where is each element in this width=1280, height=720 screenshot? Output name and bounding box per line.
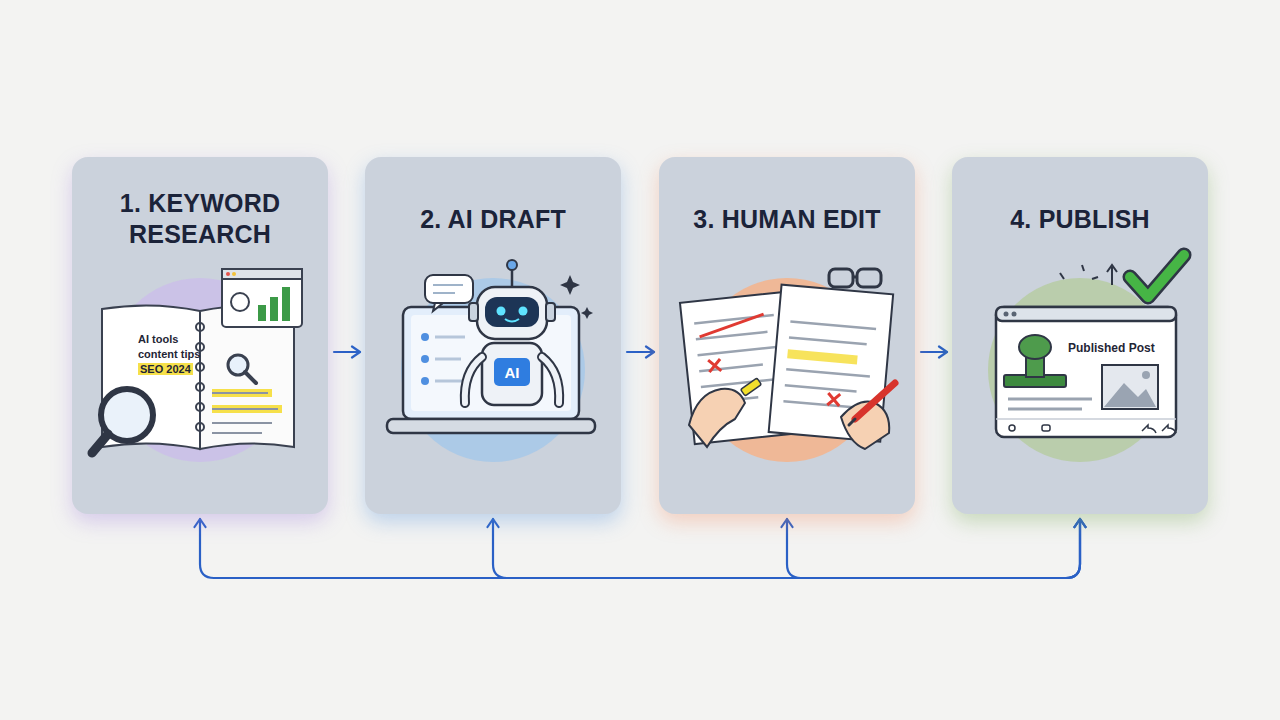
card-heading-box: 1. KEYWORD RESEARCH	[86, 181, 314, 257]
publish-card: 4. PUBLISH Published Post	[952, 157, 1208, 514]
card-heading: 4. PUBLISH	[1010, 204, 1150, 235]
illustration-text: AI	[505, 364, 520, 381]
feedback-arrow	[787, 519, 1080, 578]
card-heading: 2. AI DRAFT	[420, 204, 566, 235]
flow-arrow	[921, 351, 947, 353]
flow-arrow	[627, 351, 654, 353]
card-heading-box: 3. HUMAN EDIT	[673, 181, 901, 257]
card-heading: 3. HUMAN EDIT	[693, 204, 880, 235]
card-heading-box: 4. PUBLISH	[966, 181, 1194, 257]
human-edit-card: 3. HUMAN EDIT	[659, 157, 915, 514]
ai-draft-card: 2. AI DRAFT AI	[365, 157, 621, 514]
illustration-text: AI tools	[138, 333, 178, 345]
illustration-text: Published Post	[1068, 341, 1155, 355]
keyword-research-card: 1. KEYWORD RESEARCH AI tools content tipsS…	[72, 157, 328, 514]
illustration-text: SEO 2024	[138, 363, 193, 375]
flow-arrow	[334, 351, 360, 353]
feedback-arrow	[493, 519, 1080, 578]
card-heading-box: 2. AI DRAFT	[379, 181, 607, 257]
illustration-text: content tips	[138, 348, 200, 360]
feedback-arrow	[200, 519, 1080, 578]
card-heading: 1. KEYWORD RESEARCH	[86, 188, 314, 250]
